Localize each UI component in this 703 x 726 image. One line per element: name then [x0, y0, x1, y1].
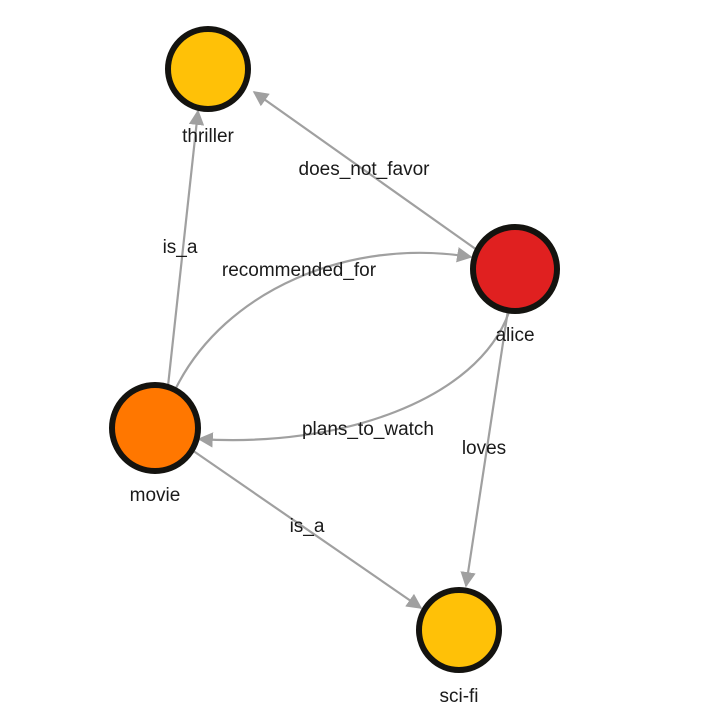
- edge-label-does-not-favor: does_not_favor: [299, 159, 431, 180]
- edge-is-a-sci-fi[interactable]: [191, 449, 423, 609]
- node-movie[interactable]: [109, 382, 201, 474]
- node-alice[interactable]: [470, 224, 560, 314]
- node-label-alice: alice: [495, 325, 534, 346]
- edge-label-plans-to-watch: plans_to_watch: [302, 419, 434, 440]
- node-labels-layer: thriller alice movie sci-fi: [130, 126, 535, 707]
- edge-is-a-thriller[interactable]: [166, 109, 205, 387]
- edge-labels-layer: does_not_favor recommended_for plans_to_…: [163, 159, 507, 537]
- edges-layer: [166, 91, 511, 609]
- edge-does-not-favor[interactable]: [252, 91, 478, 251]
- node-thriller[interactable]: [165, 26, 251, 112]
- node-sci-fi[interactable]: [416, 587, 502, 673]
- edge-label-is-a-thriller: is_a: [163, 237, 198, 258]
- node-label-movie: movie: [130, 485, 181, 506]
- edge-plans-to-watch[interactable]: [197, 311, 511, 448]
- node-label-sci-fi: sci-fi: [439, 686, 478, 707]
- edge-label-is-a-sci-fi: is_a: [290, 516, 325, 537]
- edge-label-recommended-for: recommended_for: [222, 260, 377, 281]
- edge-recommended-for[interactable]: [175, 247, 473, 389]
- nodes-layer: [109, 26, 560, 673]
- node-label-thriller: thriller: [182, 126, 234, 147]
- edge-label-loves: loves: [462, 438, 506, 459]
- edge-loves[interactable]: [460, 309, 510, 588]
